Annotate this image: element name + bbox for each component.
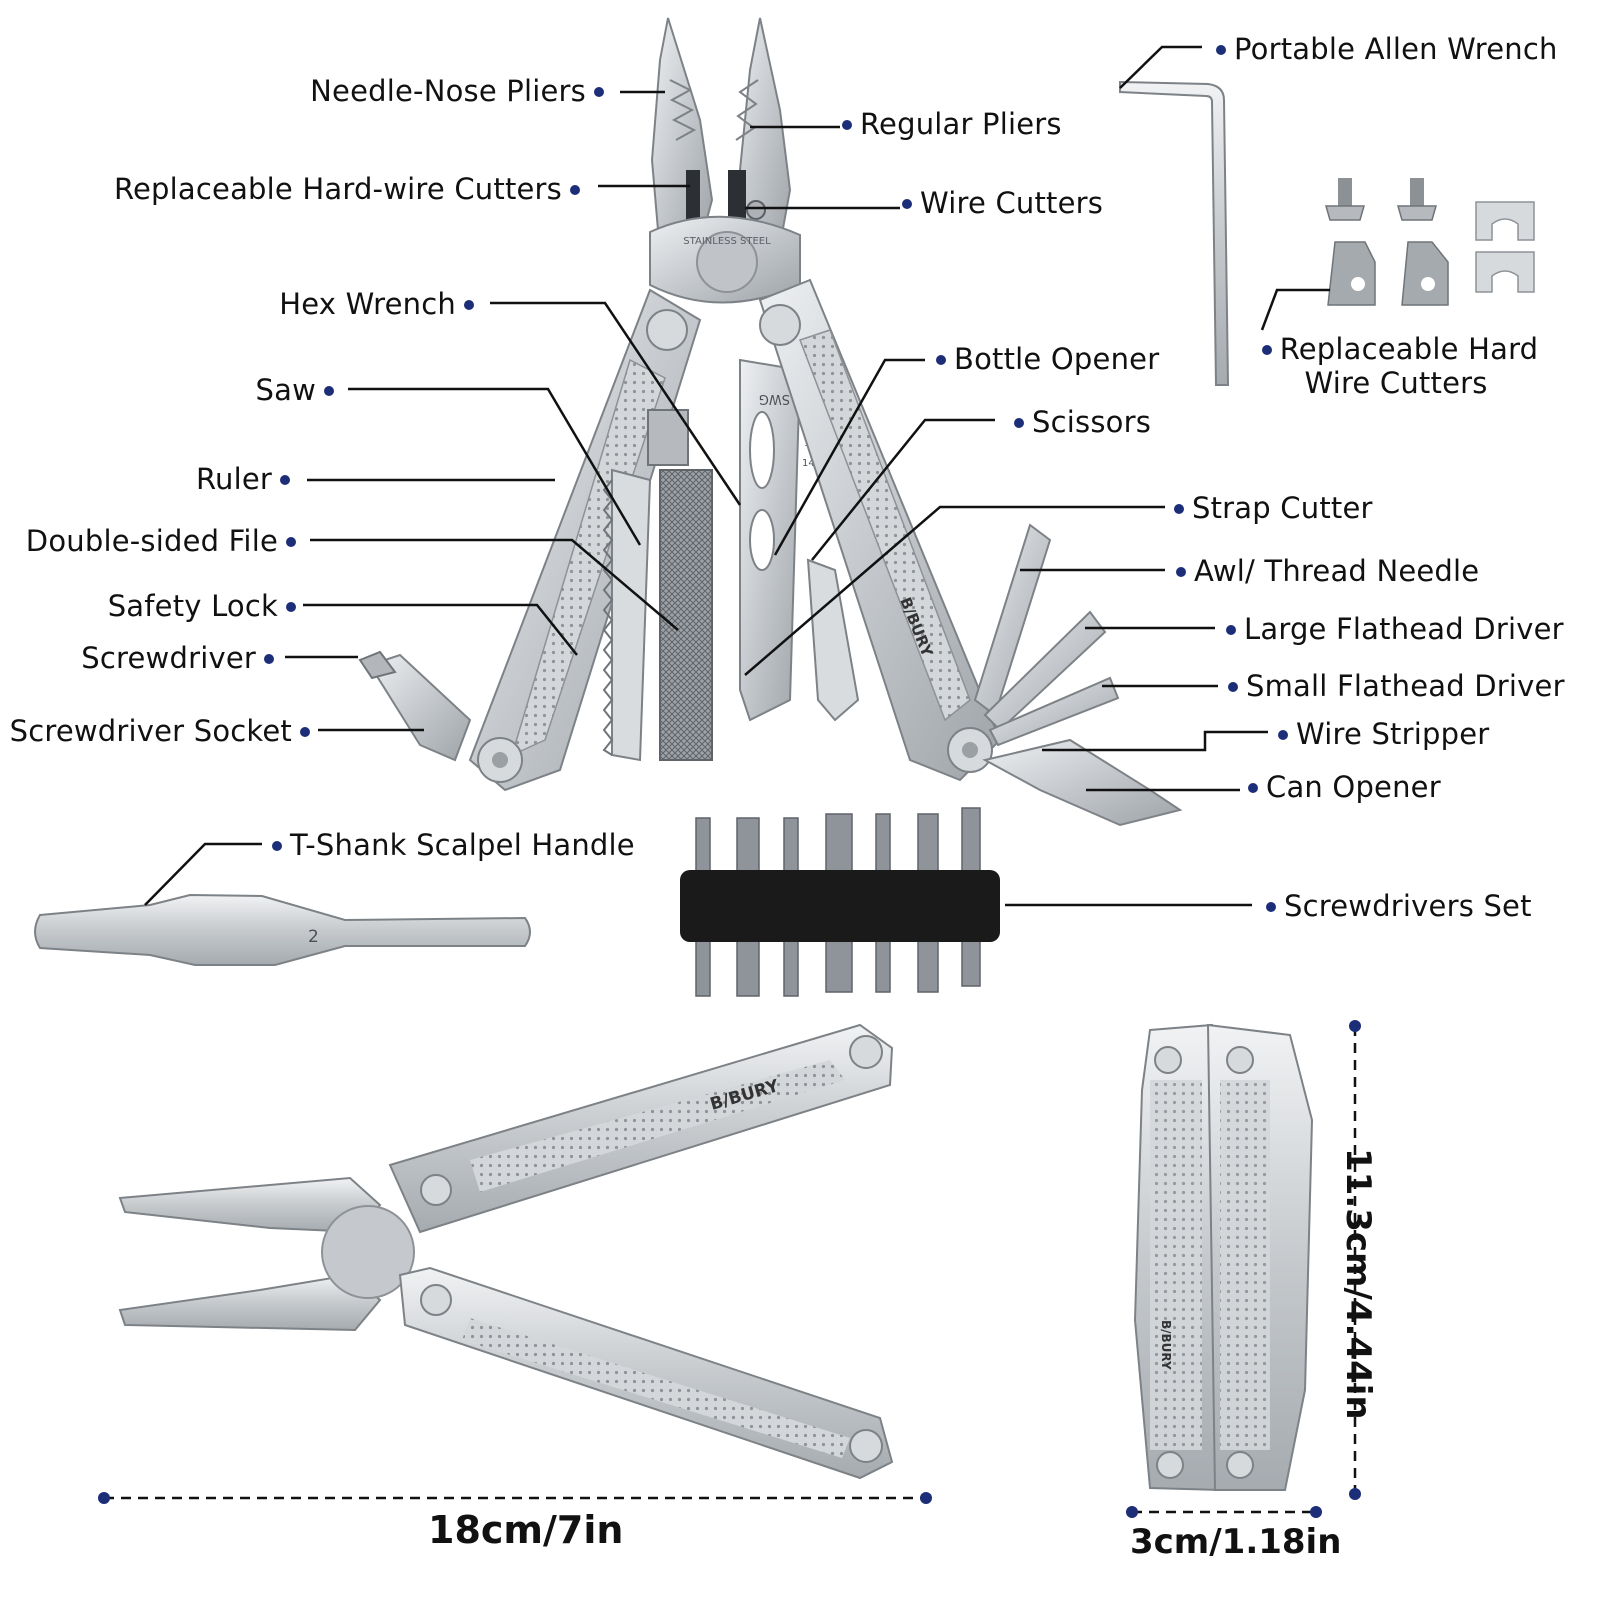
label-dot bbox=[936, 354, 946, 365]
label-portable-allen-wrench: Portable Allen Wrench bbox=[1208, 32, 1558, 66]
left-handle bbox=[468, 288, 702, 792]
label-dot bbox=[1226, 624, 1236, 635]
spare-clip-2 bbox=[1475, 251, 1535, 293]
label-regular-pliers: Regular Pliers bbox=[834, 107, 1062, 141]
leader-strap-cutter bbox=[744, 505, 1165, 676]
label-dot bbox=[1278, 729, 1288, 740]
label-dot bbox=[842, 119, 852, 130]
label-dot bbox=[1174, 503, 1184, 514]
bit-holder bbox=[680, 870, 1000, 942]
right-fan-tools bbox=[973, 523, 1183, 827]
dimension-open-length: 18cm/7in bbox=[428, 1508, 624, 1552]
label-dot bbox=[264, 653, 274, 664]
label-dot bbox=[1014, 417, 1024, 428]
screwdriver-bits-illustration bbox=[680, 807, 1000, 997]
label-wire-cutters: Wire Cutters bbox=[894, 186, 1103, 220]
label-safety-lock: Safety Lock bbox=[108, 589, 304, 623]
scalpel-number-marking: 2 bbox=[308, 927, 319, 947]
label-double-sided-file: Double-sided File bbox=[26, 524, 304, 558]
label-bottle-opener: Bottle Opener bbox=[928, 342, 1159, 376]
label-ruler: Ruler bbox=[196, 462, 298, 496]
open-multitool-illustration: STAINLESS STEEL SWG 9 bbox=[358, 17, 1183, 827]
open-pliers-view: B/BURY bbox=[118, 1023, 894, 1480]
scalpel-handle-illustration: 2 bbox=[34, 893, 531, 966]
closed-tool-view: B/BURY bbox=[1133, 1023, 1314, 1492]
saw-blade bbox=[602, 468, 652, 762]
label-dot bbox=[1248, 782, 1258, 793]
label-dot bbox=[1261, 344, 1272, 355]
replacement-parts-illustration bbox=[1325, 178, 1535, 306]
dimension-lines bbox=[98, 1020, 1361, 1518]
label-dot bbox=[1228, 681, 1238, 692]
swg-marking: SWG bbox=[759, 391, 790, 406]
dimension-closed-height: 11.3cm/4.44in bbox=[1338, 1148, 1378, 1420]
label-can-opener: Can Opener bbox=[1240, 770, 1441, 804]
label-t-shank-scalpel-handle: T-Shank Scalpel Handle bbox=[264, 828, 635, 862]
label-dot bbox=[1266, 901, 1276, 912]
leader-scalpel-handle bbox=[144, 842, 262, 906]
leader-wire-stripper bbox=[1042, 730, 1268, 752]
allen-wrench-illustration bbox=[1119, 80, 1230, 386]
label-hex-wrench: Hex Wrench bbox=[279, 287, 482, 321]
label-replaceable-hard-wire-cutters: Replaceable Hard-wire Cutters bbox=[114, 172, 588, 206]
label-needle-nose-pliers: Needle-Nose Pliers bbox=[310, 74, 612, 108]
label-small-flathead-driver: Small Flathead Driver bbox=[1220, 669, 1565, 703]
label-dot bbox=[286, 601, 296, 612]
label-dot bbox=[464, 299, 474, 310]
stainless-steel-marking: STAINLESS STEEL bbox=[683, 236, 771, 247]
label-strap-cutter: Strap Cutter bbox=[1166, 491, 1373, 525]
label-scissors: Scissors bbox=[1006, 405, 1151, 439]
scissors-part bbox=[806, 558, 860, 722]
label-dot bbox=[272, 840, 282, 851]
spare-screw-2 bbox=[1397, 178, 1437, 221]
label-screwdrivers-set: Screwdrivers Set bbox=[1258, 889, 1532, 923]
leader-scissors bbox=[811, 418, 995, 561]
wire-cutter-insert bbox=[686, 170, 700, 222]
leader-double-sided-file bbox=[310, 538, 679, 631]
screwdriver-socket-part bbox=[358, 650, 472, 762]
dimension-closed-width: 3cm/1.18in bbox=[1130, 1522, 1342, 1562]
label-awl-thread-needle: Awl/ Thread Needle bbox=[1168, 554, 1479, 588]
leader-allen-wrench bbox=[1119, 45, 1202, 89]
swg-number-14: 14 bbox=[802, 458, 815, 469]
right-handle: B/BURY bbox=[758, 278, 1002, 782]
leader-safety-lock bbox=[303, 603, 578, 656]
double-sided-file-blade bbox=[659, 469, 713, 761]
leader-replacement-parts bbox=[1260, 288, 1330, 331]
bottle-opener-blade: SWG 9 12 14 bbox=[739, 358, 817, 722]
leader-lines bbox=[144, 45, 1330, 907]
spare-cutter-insert-1 bbox=[1327, 241, 1376, 306]
label-dot bbox=[1176, 566, 1186, 577]
label-screwdriver: Screwdriver bbox=[81, 641, 282, 675]
label-screwdriver-socket: Screwdriver Socket bbox=[10, 714, 318, 748]
label-wire-stripper: Wire Stripper bbox=[1270, 717, 1489, 751]
pivot-plate: STAINLESS STEEL bbox=[649, 215, 801, 304]
leader-saw bbox=[348, 387, 642, 546]
brand-logo-closed-view: B/BURY bbox=[1159, 1320, 1173, 1370]
label-dot bbox=[300, 726, 310, 737]
spare-cutter-insert-2 bbox=[1401, 241, 1449, 306]
label-dot bbox=[1216, 44, 1226, 55]
needle-nose-pliers-jaw bbox=[650, 17, 792, 247]
label-dot bbox=[286, 536, 296, 547]
leader-bottle-opener bbox=[773, 358, 925, 556]
spare-clip-1 bbox=[1475, 201, 1535, 241]
label-dot bbox=[594, 86, 604, 97]
label-dot bbox=[570, 184, 580, 195]
label-dot bbox=[324, 385, 334, 396]
label-dot bbox=[902, 198, 912, 209]
leader-hex-wrench bbox=[490, 301, 742, 506]
label-large-flathead-driver: Large Flathead Driver bbox=[1218, 612, 1564, 646]
label-replaceable-hard-wire-cutters-parts: Replaceable Hard Wire Cutters bbox=[1246, 332, 1546, 400]
label-saw: Saw bbox=[256, 373, 343, 407]
label-dot bbox=[280, 474, 290, 485]
spare-screw-1 bbox=[1325, 178, 1365, 221]
